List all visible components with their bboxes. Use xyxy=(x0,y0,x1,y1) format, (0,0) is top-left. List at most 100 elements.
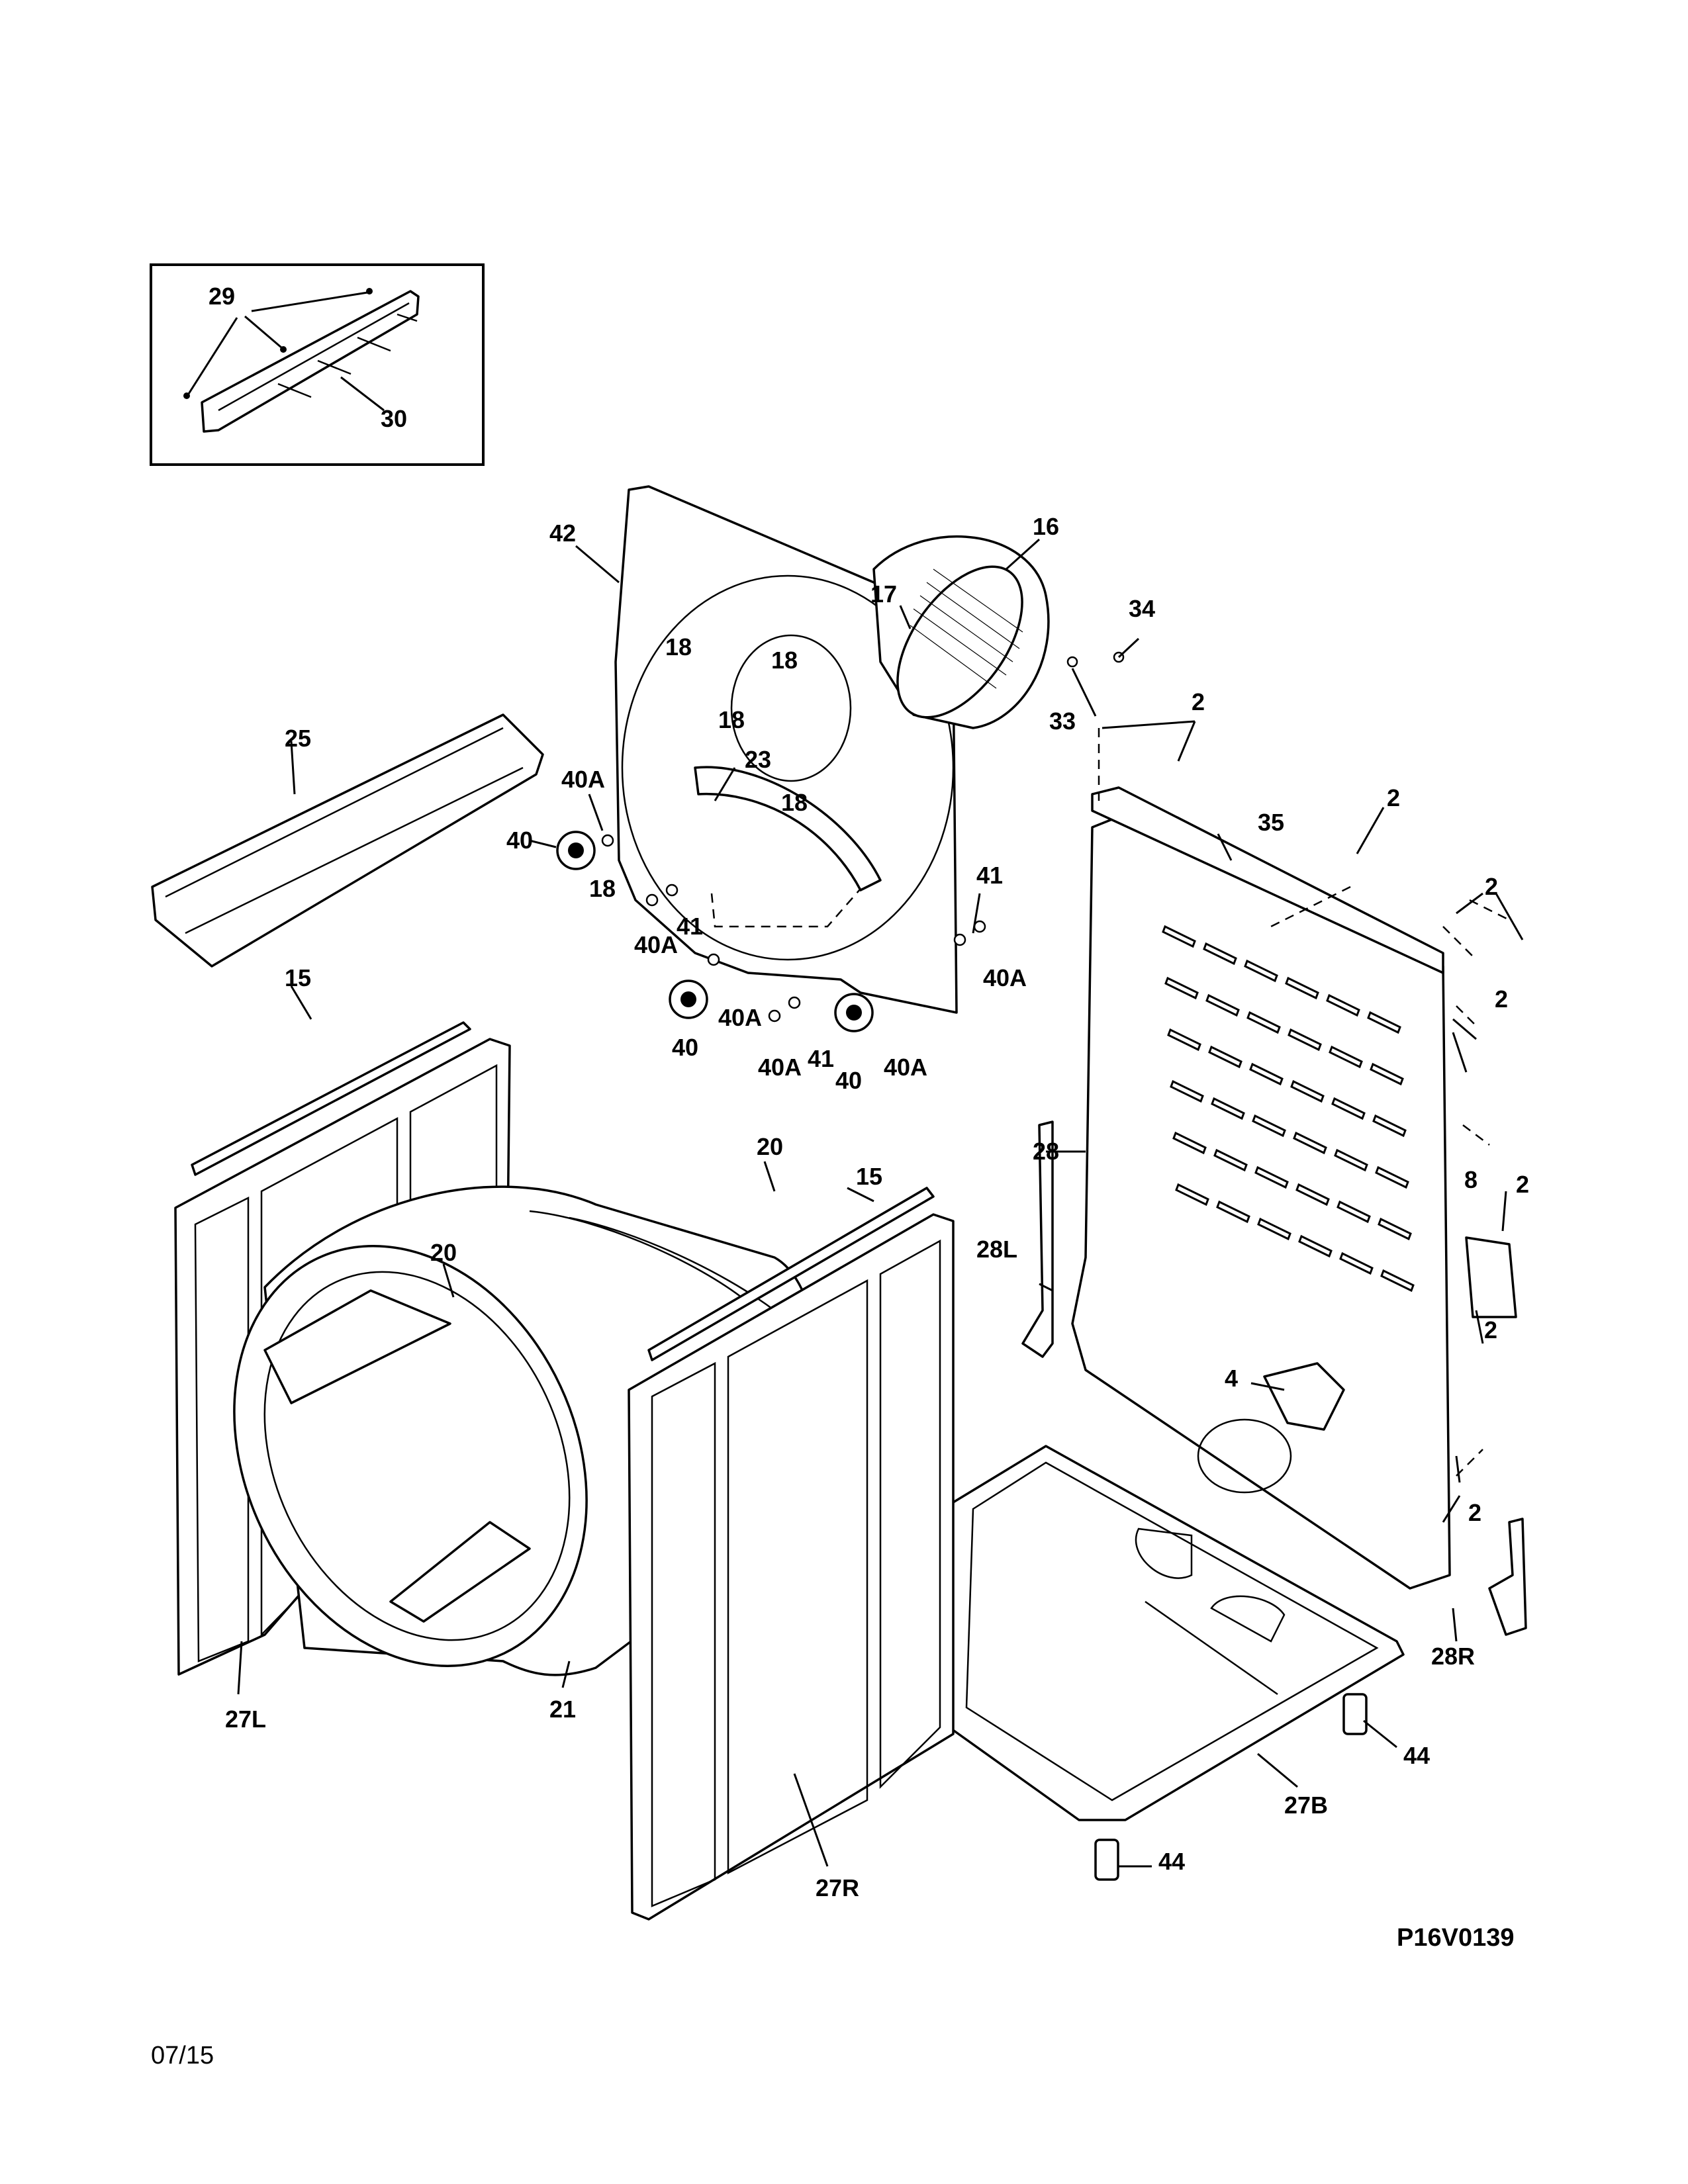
callout-8: 8 xyxy=(1464,1166,1477,1193)
callout-27B: 27B xyxy=(1284,1792,1328,1819)
vent-slot xyxy=(1211,1097,1245,1120)
part-40-rollers xyxy=(556,831,874,1032)
part-27R-side-panel xyxy=(628,1213,955,1921)
part-35-top-strip xyxy=(1091,786,1444,974)
callout-42: 42 xyxy=(549,520,576,547)
part-23-guide xyxy=(694,766,882,891)
callout-4: 4 xyxy=(1225,1365,1238,1392)
part-15-strip-left xyxy=(191,1021,471,1176)
part-28L-strip xyxy=(1021,1120,1054,1358)
callout-2-e: 2 xyxy=(1516,1171,1529,1198)
part-25-top-panel xyxy=(151,713,544,968)
callout-2-b: 2 xyxy=(1387,784,1400,811)
vent-slot xyxy=(1249,1062,1284,1086)
callout-17: 17 xyxy=(870,580,897,608)
part-16-duct xyxy=(872,535,1050,729)
callout-27R: 27R xyxy=(816,1874,859,1901)
callout-44-b: 44 xyxy=(1158,1848,1185,1875)
vent-slot xyxy=(1331,1097,1366,1120)
callout-35: 35 xyxy=(1258,809,1284,836)
callout-2-c: 2 xyxy=(1485,873,1498,900)
callout-40A-a: 40A xyxy=(561,766,605,793)
callout-16: 16 xyxy=(1033,513,1059,540)
callout-2-d: 2 xyxy=(1495,985,1508,1013)
vent-slot xyxy=(1172,1131,1207,1155)
part-8-bracket xyxy=(1465,1236,1517,1318)
vent-slot xyxy=(1203,942,1237,966)
callout-40-a: 40 xyxy=(506,827,533,854)
callout-23: 23 xyxy=(745,746,771,773)
vent-slot xyxy=(1326,993,1360,1017)
part-28-rear-panel xyxy=(1071,813,1451,1590)
callout-30: 30 xyxy=(381,405,407,432)
callout-41-b: 41 xyxy=(808,1045,834,1072)
vent-slot xyxy=(1367,1011,1401,1034)
date-code: 07/15 xyxy=(151,2042,214,2070)
part-27B-base xyxy=(939,1445,1405,1821)
vent-slot xyxy=(1213,1148,1248,1172)
vent-slot xyxy=(1170,1079,1204,1103)
callout-18-d: 18 xyxy=(781,789,808,816)
callout-2-f: 2 xyxy=(1484,1316,1497,1343)
vent-slot xyxy=(1257,1217,1291,1241)
callout-18-a: 18 xyxy=(665,633,692,660)
vent-slot xyxy=(1162,925,1196,948)
callout-21: 21 xyxy=(549,1696,576,1723)
vent-slot xyxy=(1164,976,1199,1000)
callout-28L: 28L xyxy=(976,1236,1017,1263)
callout-40A-b: 40A xyxy=(634,931,678,958)
callout-27L: 27L xyxy=(225,1706,266,1733)
vent-slot xyxy=(1380,1269,1415,1293)
callout-25: 25 xyxy=(285,725,311,752)
vent-slot xyxy=(1375,1165,1409,1189)
part-15-strip-right xyxy=(647,1187,935,1361)
vent-slot xyxy=(1293,1131,1327,1155)
vent-slot xyxy=(1372,1114,1407,1138)
inset-box xyxy=(150,263,485,466)
vent-slot xyxy=(1208,1045,1243,1069)
callout-33: 33 xyxy=(1049,707,1076,735)
callout-15-b: 15 xyxy=(856,1163,882,1190)
callout-40A-e: 40A xyxy=(884,1054,927,1081)
vent-slot xyxy=(1298,1234,1333,1258)
callout-labels: 29 30 42 16 17 34 33 18 18 18 18 18 23 2… xyxy=(209,283,1529,1901)
vent-slot xyxy=(1339,1251,1374,1275)
vent-slot xyxy=(1295,1183,1330,1206)
callout-29: 29 xyxy=(209,283,235,310)
part-30-bracket xyxy=(201,290,420,433)
callout-40A-c: 40A xyxy=(718,1004,762,1031)
callout-28R: 28R xyxy=(1431,1643,1475,1670)
vent-slot xyxy=(1167,1028,1201,1052)
callout-15-a: 15 xyxy=(285,964,311,991)
vent-slot xyxy=(1216,1200,1250,1224)
vent-slot xyxy=(1205,993,1240,1017)
callout-28: 28 xyxy=(1033,1138,1059,1165)
callout-41-a: 41 xyxy=(677,913,703,940)
callout-20-a: 20 xyxy=(757,1133,783,1160)
vent-slot xyxy=(1334,1148,1368,1172)
vent-slot xyxy=(1285,976,1319,1000)
vent-slot xyxy=(1244,959,1278,983)
vent-slot xyxy=(1175,1183,1209,1206)
callout-2-g: 2 xyxy=(1468,1499,1481,1526)
vent-slot xyxy=(1288,1028,1322,1052)
callout-34: 34 xyxy=(1129,595,1155,622)
callout-40-c: 40 xyxy=(835,1067,862,1094)
part-44-feet xyxy=(1094,1693,1368,1881)
rear-panel-vents xyxy=(1162,925,1415,1293)
vent-slot xyxy=(1336,1200,1371,1224)
vent-slot xyxy=(1290,1079,1325,1103)
vent-slot xyxy=(1246,1011,1281,1034)
vent-slot xyxy=(1252,1114,1286,1138)
part-29-screws xyxy=(183,288,373,399)
callout-40-b: 40 xyxy=(672,1034,698,1061)
vent-slot xyxy=(1254,1165,1289,1189)
callout-18-c: 18 xyxy=(718,706,745,733)
vent-slot xyxy=(1329,1045,1363,1069)
part-28R-strip xyxy=(1488,1518,1527,1636)
callout-20-b: 20 xyxy=(430,1239,457,1266)
callout-18-e: 18 xyxy=(589,875,616,902)
callout-41-c: 41 xyxy=(976,862,1003,889)
vent-slot xyxy=(1378,1217,1412,1241)
